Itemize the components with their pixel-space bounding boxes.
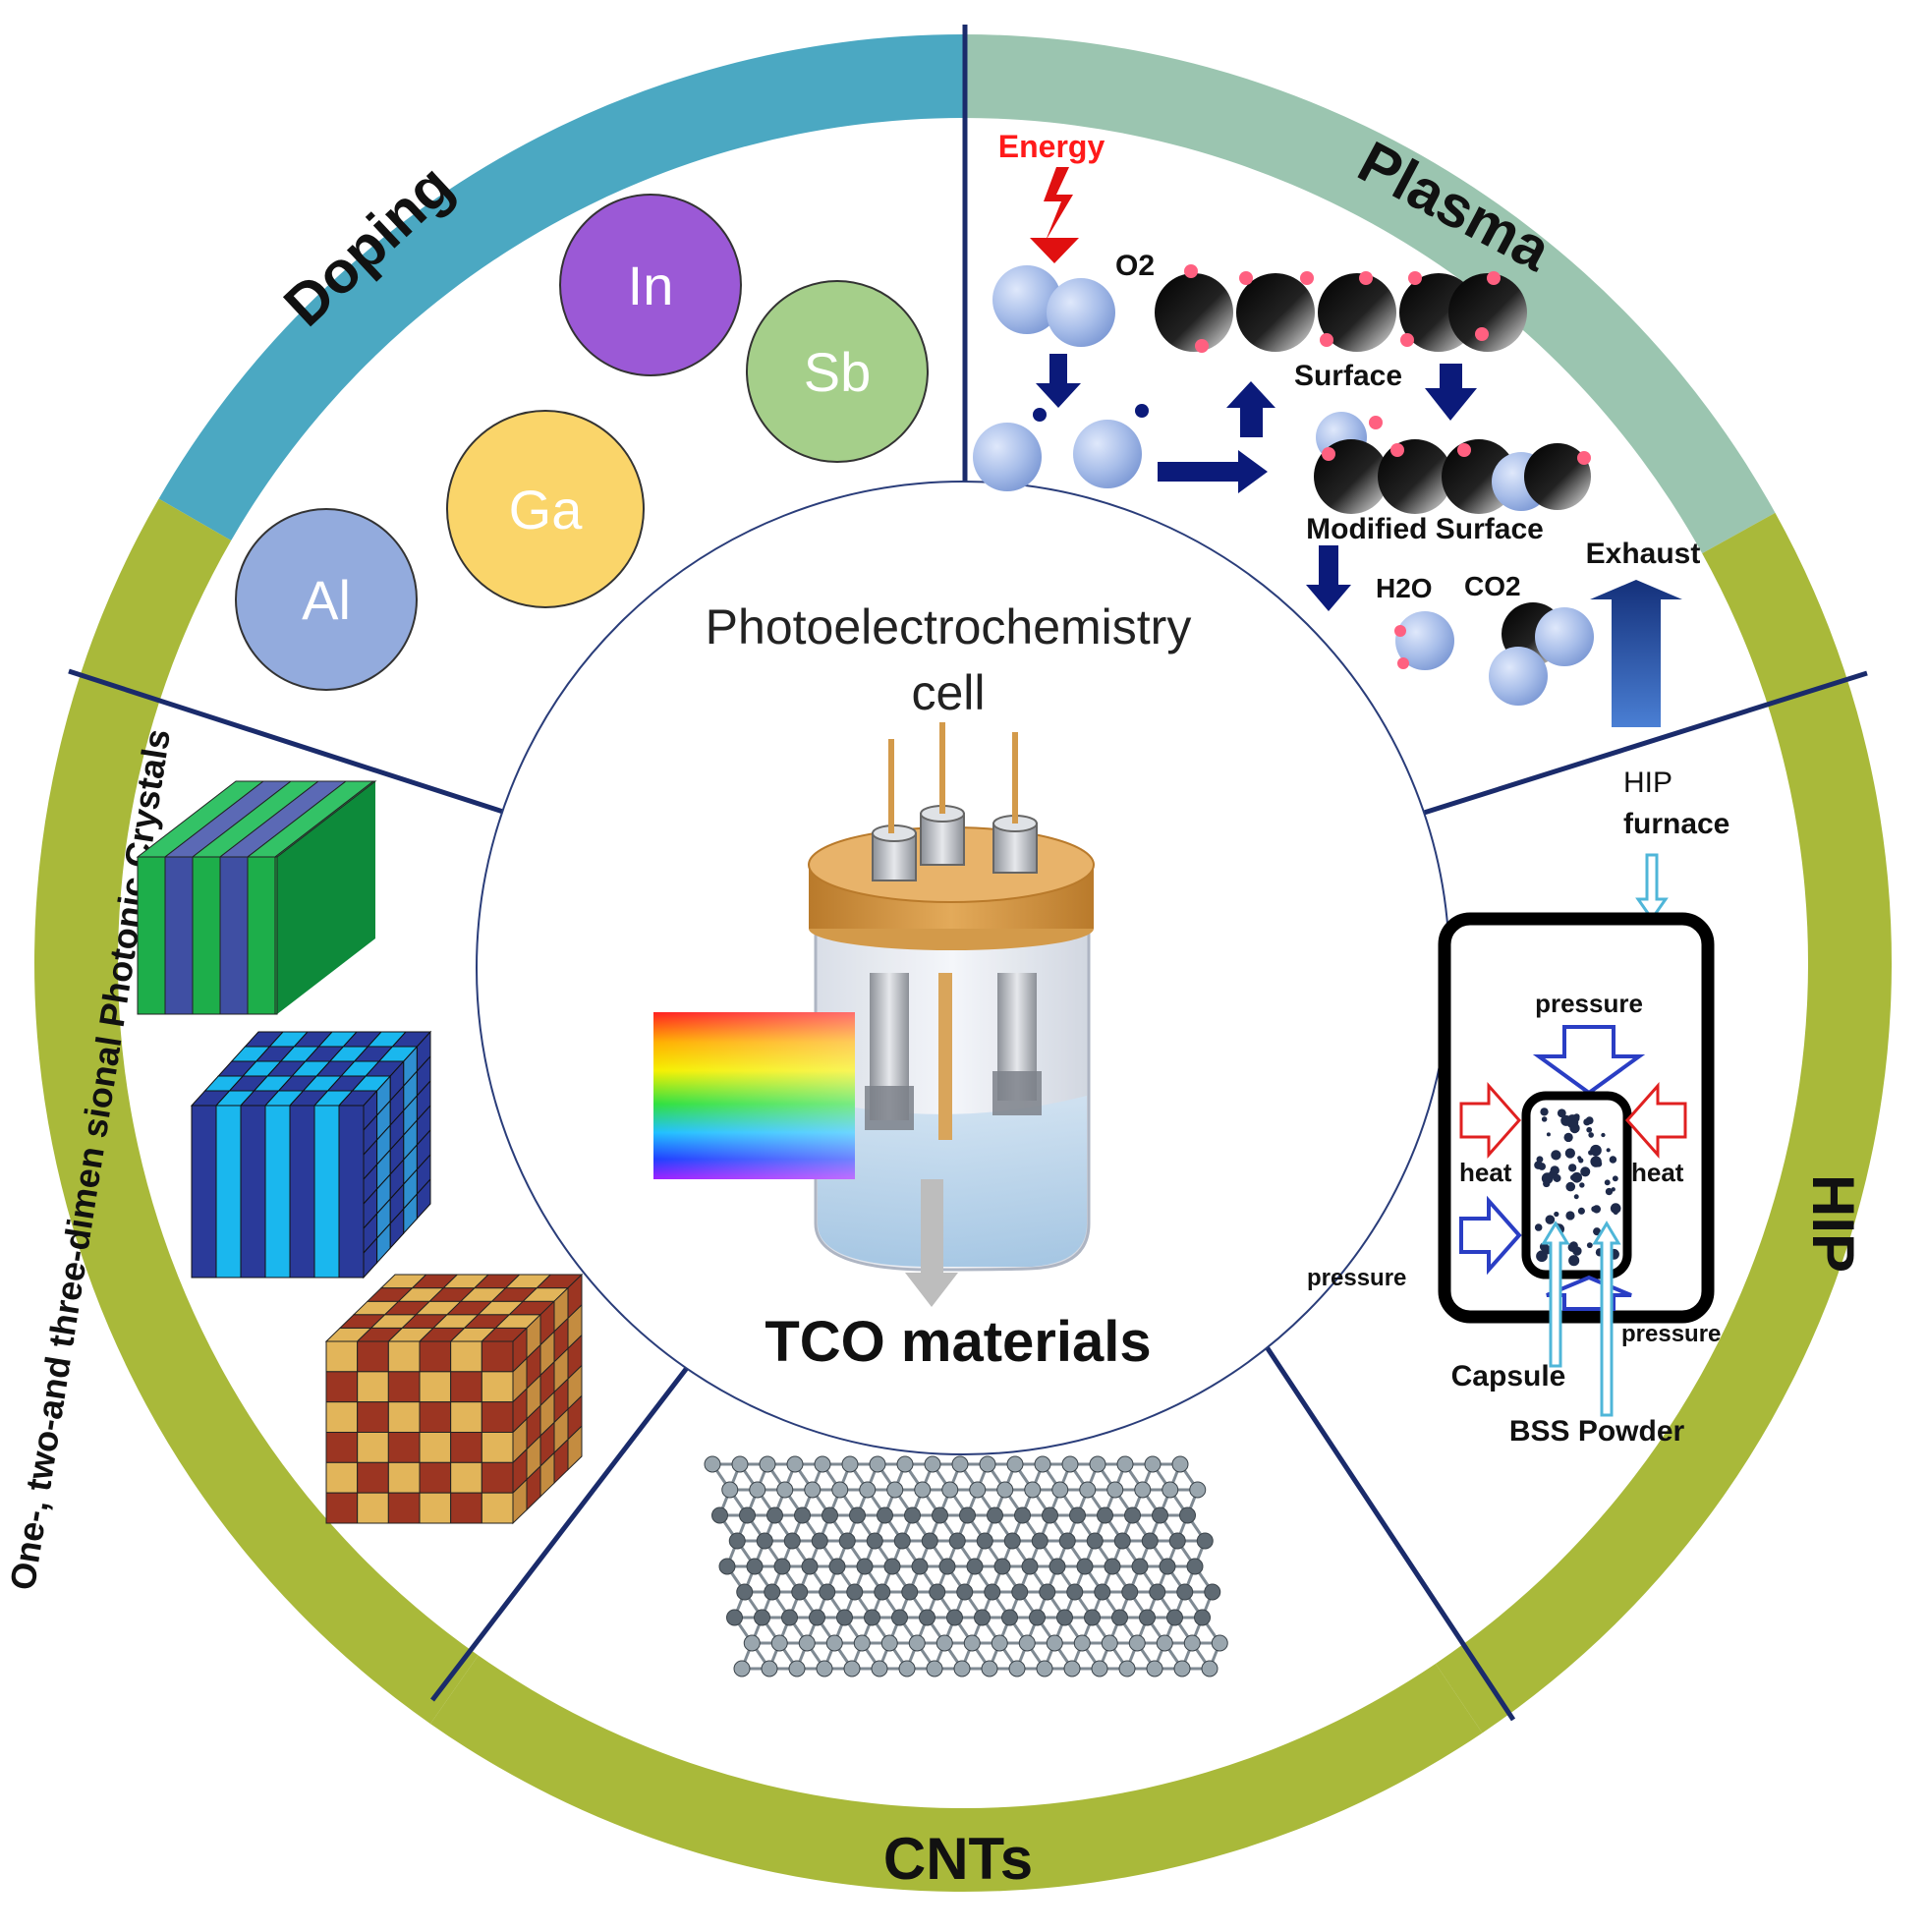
cnts-segment: [429, 1655, 1483, 1892]
powder-pointer-icon: [1592, 1221, 1621, 1417]
cell-down-arrow-icon: [905, 1179, 958, 1307]
heat-left-arrow-icon: [1459, 1082, 1522, 1159]
atom-sb: Sb: [746, 280, 929, 463]
heat-left-label: heat: [1459, 1158, 1512, 1187]
hip-furnace-label-line1: HIP: [1623, 767, 1672, 799]
surface-row: [1155, 264, 1527, 353]
o2-label: O2: [1115, 250, 1155, 282]
atom-ga-label: Ga: [509, 479, 584, 540]
bss-powder-label: BSS Powder: [1509, 1415, 1685, 1448]
lightning-icon: [1044, 167, 1073, 241]
carbon-nanotube: [704, 1455, 1228, 1677]
up-arrow-icon: [1226, 381, 1275, 437]
furnace-inlet-arrow-icon: [1635, 853, 1669, 922]
photonic-crystal-2d: [190, 1030, 432, 1279]
exhaust-arrow-icon: [1590, 580, 1682, 727]
surface-label: Surface: [1294, 360, 1402, 392]
pressure-left-arrow-icon: [1459, 1195, 1522, 1276]
plasma-diagram: Energy O2 Surfa: [973, 129, 1700, 727]
hip-segment: [1435, 512, 1892, 1733]
energy-arrow-icon: [1030, 238, 1079, 263]
pressure-left-label: pressure: [1307, 1265, 1406, 1291]
modified-surface-row: [1314, 412, 1591, 514]
heat-right-label: heat: [1631, 1158, 1684, 1187]
energy-label: Energy: [998, 129, 1105, 164]
down-arrow-icon: [1036, 354, 1081, 408]
atom-ga: Ga: [446, 410, 645, 608]
divider-doping-photonic: [68, 668, 504, 815]
center-title-line1: Photoelectrochemistry: [706, 599, 1192, 654]
capsule-label: Capsule: [1451, 1360, 1566, 1392]
divider-plasma-hip: [1404, 670, 1868, 822]
atom-sb-label: Sb: [804, 341, 872, 403]
pressure-bottom-label: pressure: [1621, 1321, 1721, 1347]
down-arrow-icon-3: [1306, 545, 1351, 611]
center-title-line2: cell: [911, 665, 985, 720]
atom-al-label: Al: [302, 569, 351, 631]
photonic-segment: [33, 498, 479, 1725]
heat-right-arrow-icon: [1624, 1082, 1687, 1159]
right-arrow-icon: [1158, 450, 1268, 493]
photonic-crystal-3d: [324, 1273, 584, 1525]
divider-cnts-photonic: [430, 1349, 702, 1702]
o-atom-left: [973, 423, 1042, 491]
down-arrow-icon-2: [1425, 364, 1477, 421]
cnts-segment-label: CNTs: [883, 1826, 1033, 1892]
co2-label: CO2: [1464, 571, 1521, 601]
modified-surface-label: Modified Surface: [1306, 513, 1544, 545]
atom-al: Al: [235, 508, 418, 691]
cell-electrolyte: [818, 1096, 1087, 1267]
hip-diagram: HIP furnace pressure heat heat pressure …: [1307, 767, 1729, 1448]
pressure-top-label: pressure: [1535, 989, 1643, 1018]
photoelectrochemistry-cell: Photoelectrochemistry cell TCO materials: [653, 599, 1191, 1374]
h2o-molecule: [1395, 611, 1454, 670]
segment-dividers: [68, 25, 1868, 1722]
photonic-crystal-1d: [136, 780, 377, 1015]
exhaust-label: Exhaust: [1586, 538, 1701, 570]
hip-segment-label: HIP: [1800, 1174, 1866, 1273]
pressure-top-arrow-icon: [1532, 1025, 1646, 1096]
doping-atoms: In Sb Ga Al: [235, 194, 929, 691]
divider-hip-cnts: [1245, 1317, 1516, 1722]
electrode-center: [938, 973, 952, 1140]
o2-molecule-right: [1047, 278, 1115, 347]
capsule-pointer-icon: [1541, 1221, 1570, 1368]
outer-ring: [33, 34, 1892, 1892]
plasma-segment: [963, 34, 1776, 554]
doping-segment: [158, 34, 964, 540]
h2o-label: H2O: [1376, 573, 1433, 603]
center-subtitle: TCO materials: [765, 1310, 1151, 1374]
hip-furnace-label-line2: furnace: [1623, 808, 1729, 840]
atom-in-label: In: [628, 255, 674, 316]
o2-molecule-left: [992, 265, 1061, 334]
o-atom-right: [1073, 420, 1142, 488]
atom-in: In: [559, 194, 742, 376]
